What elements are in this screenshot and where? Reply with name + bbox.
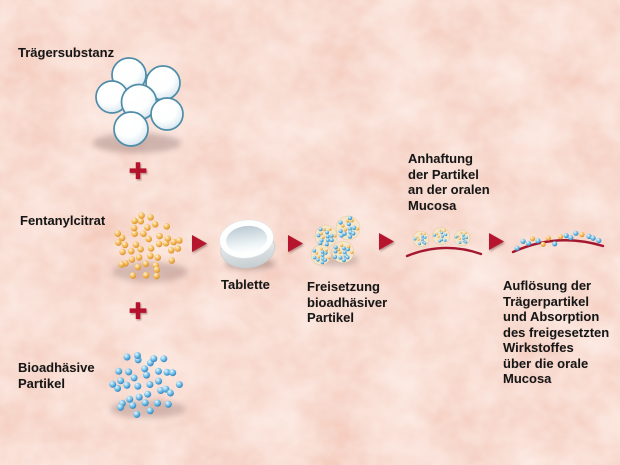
plus-icon: ✚ bbox=[128, 159, 148, 185]
label-tablet: Tablette bbox=[221, 277, 270, 292]
label-fentanyl-citrate: Fentanylcitrat bbox=[20, 213, 106, 228]
dissolution-absorption-graphic bbox=[511, 230, 605, 254]
label-release: Freisetzung bioadhäsiver Partikel bbox=[307, 279, 388, 325]
tablet-icon bbox=[219, 219, 275, 269]
flow-arrow-icons bbox=[192, 233, 504, 252]
label-adhesion: Anhaftung der Partikel an der oralen Muc… bbox=[408, 151, 490, 213]
plus-icon: ✚ bbox=[128, 299, 148, 325]
adhesion-on-mucosa-graphic bbox=[405, 227, 483, 258]
fentanyl-citrate-cluster bbox=[114, 212, 183, 280]
label-dissolution-absorption: Auflösung der Trägerpartikel und Absorpt… bbox=[503, 278, 610, 386]
label-bioadhesive-particles: Bioadhäsive Partikel bbox=[18, 360, 95, 391]
label-carrier-substance: Trägersubstanz bbox=[18, 45, 115, 60]
carrier-spheres-cluster bbox=[95, 57, 184, 147]
bioadhesive-particles-cluster bbox=[109, 352, 183, 418]
released-particle-clusters bbox=[310, 215, 361, 266]
